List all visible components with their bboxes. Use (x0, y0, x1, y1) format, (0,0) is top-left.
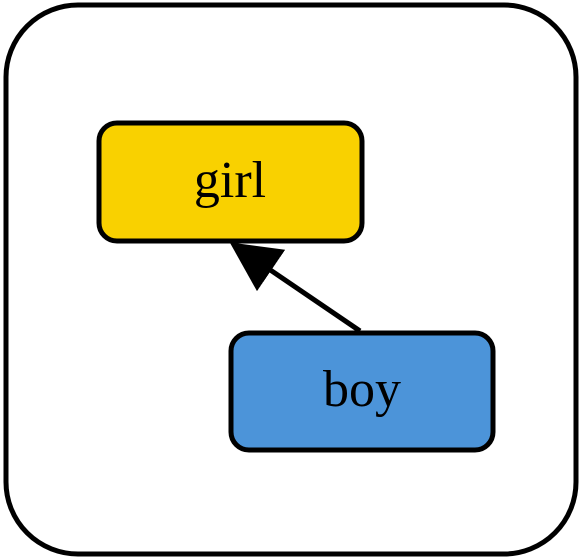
node-boy-label: boy (323, 361, 401, 418)
edge-boy-to-girl (229, 242, 362, 334)
node-boy-box (228, 330, 496, 453)
node-girl-label: girl (194, 152, 266, 209)
node-boy[interactable]: boy (228, 330, 496, 453)
node-girl[interactable]: girl (96, 120, 365, 244)
node-girl-box (96, 120, 365, 244)
diagram-frame (3, 2, 579, 557)
